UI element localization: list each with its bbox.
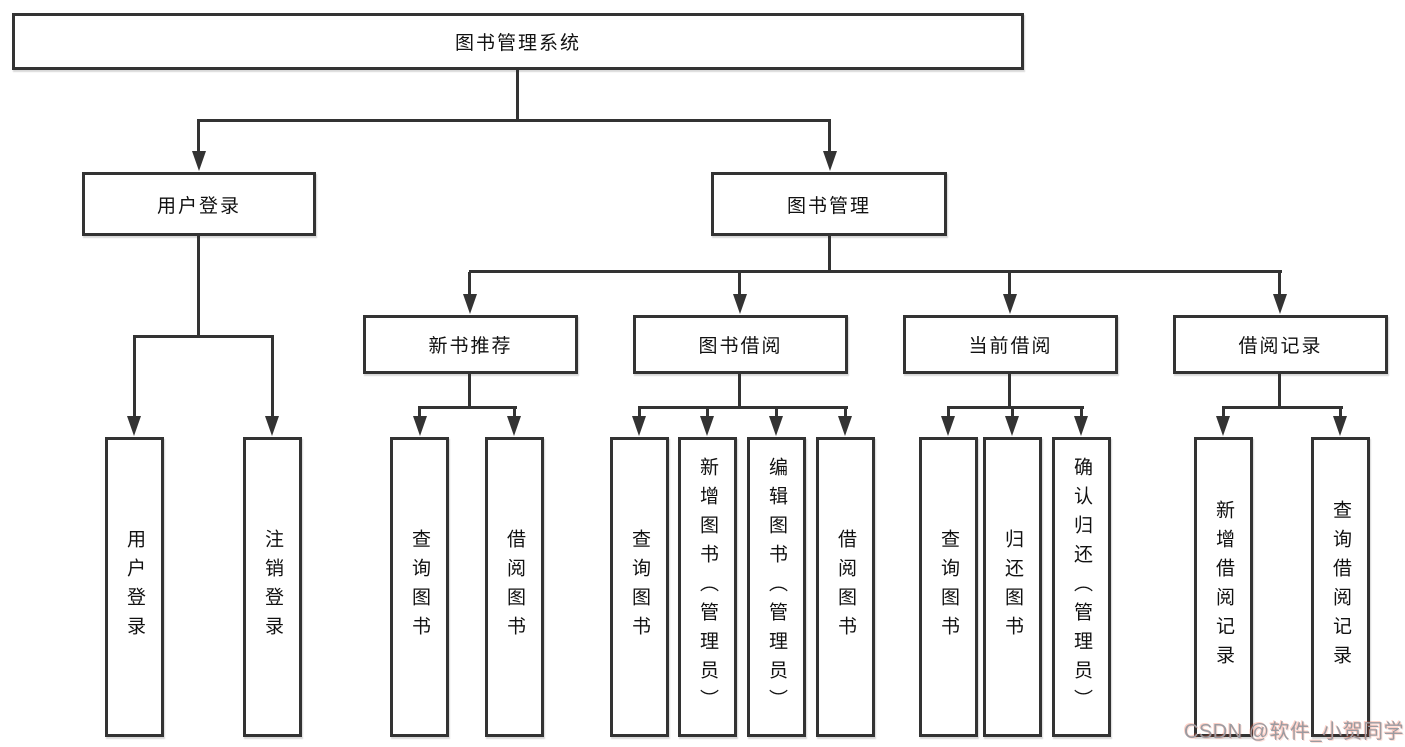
- connector-line: [1080, 408, 1083, 420]
- leaf-add-borrow-record: 新增借阅记录: [1194, 437, 1253, 737]
- node-book-borrow: 图书借阅: [633, 315, 848, 374]
- connector-line: [516, 69, 519, 121]
- connector-line: [197, 235, 200, 337]
- connector-line: [947, 408, 950, 420]
- connector-line: [418, 406, 517, 409]
- connector-line: [1222, 406, 1343, 409]
- connector-line: [197, 121, 200, 155]
- arrow-down-icon: [507, 416, 521, 436]
- leaf-logout: 注销登录: [243, 437, 302, 737]
- connector-line: [828, 121, 831, 155]
- connector-line: [1008, 272, 1011, 296]
- leaf-borrow-books: 借阅图书: [816, 437, 875, 737]
- watermark: CSDN @软件_小贺同学: [1184, 721, 1405, 743]
- arrow-down-icon: [265, 416, 279, 436]
- connector-line: [1339, 408, 1342, 420]
- arrow-down-icon: [1074, 416, 1088, 436]
- leaf-borrow-books: 借阅图书: [485, 437, 544, 737]
- leaf-edit-book-admin: 编辑图书（管理员）: [747, 437, 806, 737]
- leaf-confirm-return-admin: 确认归还（管理员）: [1052, 437, 1111, 737]
- arrow-down-icon: [838, 416, 852, 436]
- arrow-down-icon: [700, 416, 714, 436]
- connector-line: [271, 337, 274, 417]
- leaf-add-book-admin: 新增图书（管理员）: [678, 437, 737, 737]
- leaf-user-login: 用户登录: [105, 437, 164, 737]
- connector-line: [638, 408, 641, 420]
- arrow-down-icon: [1005, 416, 1019, 436]
- connector-line: [513, 408, 516, 420]
- connector-line: [133, 335, 274, 338]
- arrow-down-icon: [733, 294, 747, 314]
- connector-line: [1278, 272, 1281, 296]
- connector-line: [638, 406, 848, 409]
- node-user-login: 用户登录: [82, 172, 316, 236]
- connector-line: [1278, 373, 1281, 408]
- connector-line: [738, 373, 741, 408]
- node-library-system: 图书管理系统: [12, 13, 1024, 70]
- arrow-down-icon: [941, 416, 955, 436]
- arrow-down-icon: [127, 416, 141, 436]
- connector-line: [775, 408, 778, 420]
- connector-line: [1008, 373, 1011, 408]
- node-current-borrow: 当前借阅: [903, 315, 1118, 374]
- connector-line: [418, 408, 421, 420]
- arrow-down-icon: [1003, 294, 1017, 314]
- leaf-return-book: 归还图书: [983, 437, 1042, 737]
- leaf-query-books: 查询图书: [390, 437, 449, 737]
- arrow-down-icon: [413, 416, 427, 436]
- leaf-query-borrow-record: 查询借阅记录: [1311, 437, 1370, 737]
- leaf-query-books: 查询图书: [919, 437, 978, 737]
- arrow-down-icon: [1216, 416, 1230, 436]
- connector-line: [468, 272, 471, 296]
- connector-line: [828, 235, 831, 272]
- arrow-down-icon: [463, 294, 477, 314]
- arrow-down-icon: [192, 151, 206, 171]
- arrow-down-icon: [1273, 294, 1287, 314]
- connector-line: [706, 408, 709, 420]
- connector-line: [1222, 408, 1225, 420]
- connector-line: [947, 406, 1084, 409]
- arrow-down-icon: [1333, 416, 1347, 436]
- node-new-book-recommend: 新书推荐: [363, 315, 578, 374]
- arrow-down-icon: [632, 416, 646, 436]
- leaf-query-books: 查询图书: [610, 437, 669, 737]
- connector-line: [738, 272, 741, 296]
- connector-line: [1011, 408, 1014, 420]
- node-book-management: 图书管理: [711, 172, 947, 236]
- connector-line: [469, 270, 1282, 273]
- connector-line: [197, 119, 831, 122]
- connector-line: [844, 408, 847, 420]
- node-borrow-records: 借阅记录: [1173, 315, 1388, 374]
- arrow-down-icon: [769, 416, 783, 436]
- connector-line: [468, 373, 471, 408]
- connector-line: [133, 337, 136, 417]
- arrow-down-icon: [823, 151, 837, 171]
